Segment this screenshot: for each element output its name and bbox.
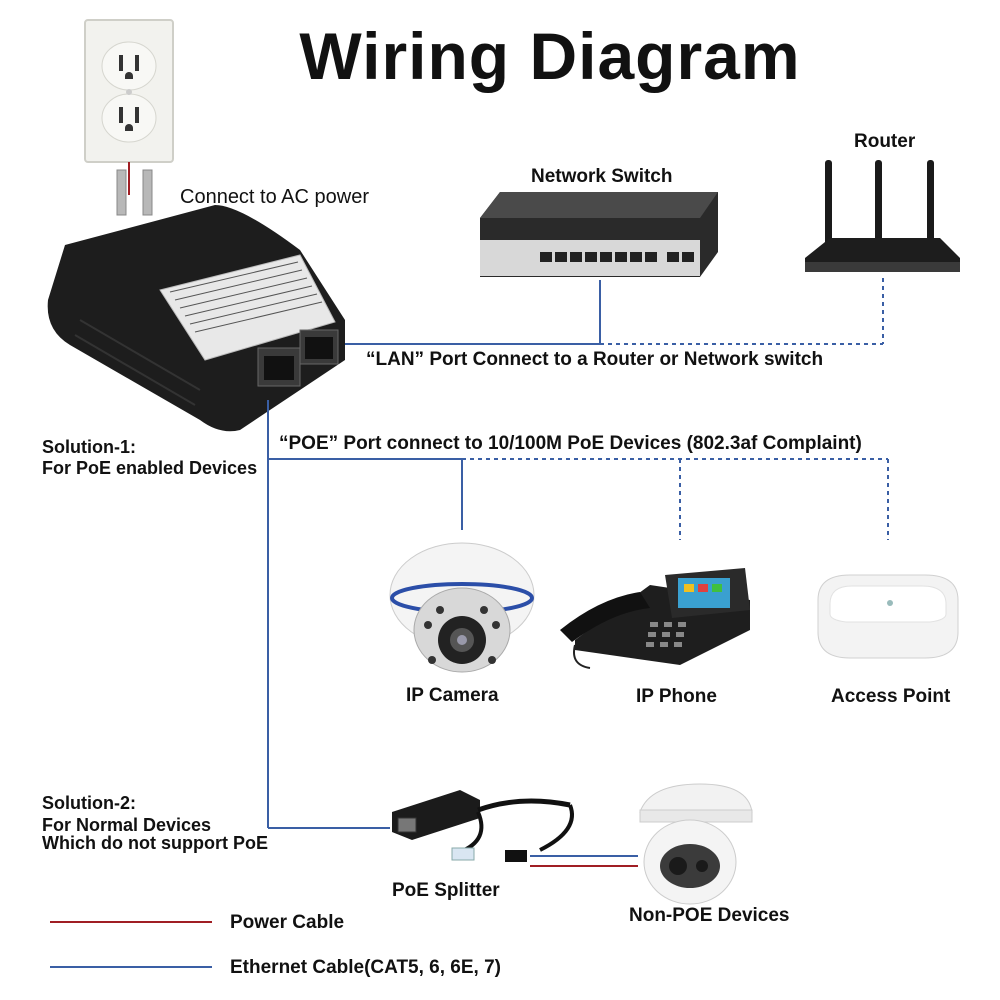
lan-port-label: “LAN” Port Connect to a Router or Networ… <box>366 349 824 370</box>
legend-power-label: Power Cable <box>230 912 345 933</box>
network-switch-label: Network Switch <box>531 166 673 187</box>
solution-1-title: Solution-1: <box>42 437 136 457</box>
poe-connection-lines <box>267 400 889 829</box>
router-icon <box>805 160 960 272</box>
poe-port-label: “POE” Port connect to 10/100M PoE Device… <box>279 433 862 454</box>
router-label: Router <box>854 131 916 152</box>
solution-1-desc: For PoE enabled Devices <box>42 458 258 478</box>
page-title: Wiring Diagram <box>299 19 801 93</box>
lan-connection-lines <box>345 278 884 345</box>
poe-injector-icon <box>47 169 345 432</box>
access-point-icon <box>817 574 959 659</box>
access-point-label: Access Point <box>831 686 951 707</box>
ac-power-label: Connect to AC power <box>180 186 369 208</box>
poe-splitter-label: PoE Splitter <box>392 880 500 901</box>
network-switch-icon <box>480 192 718 277</box>
legend-ethernet-label: Ethernet Cable(CAT5, 6, 6E, 7) <box>230 957 501 978</box>
non-poe-camera-icon <box>639 783 753 905</box>
solution-2-line2: Which do not support PoE <box>42 833 268 853</box>
wall-outlet-icon <box>84 19 174 163</box>
ip-camera-icon <box>389 542 535 673</box>
solution-2-title: Solution-2: <box>42 793 136 813</box>
ip-phone-label: IP Phone <box>636 686 717 707</box>
poe-splitter-icon <box>392 790 574 862</box>
solution-2-line1: For Normal Devices <box>42 815 212 835</box>
ip-camera-label: IP Camera <box>406 685 499 706</box>
non-poe-devices-label: Non-POE Devices <box>629 905 790 926</box>
ip-phone-icon <box>560 568 750 669</box>
